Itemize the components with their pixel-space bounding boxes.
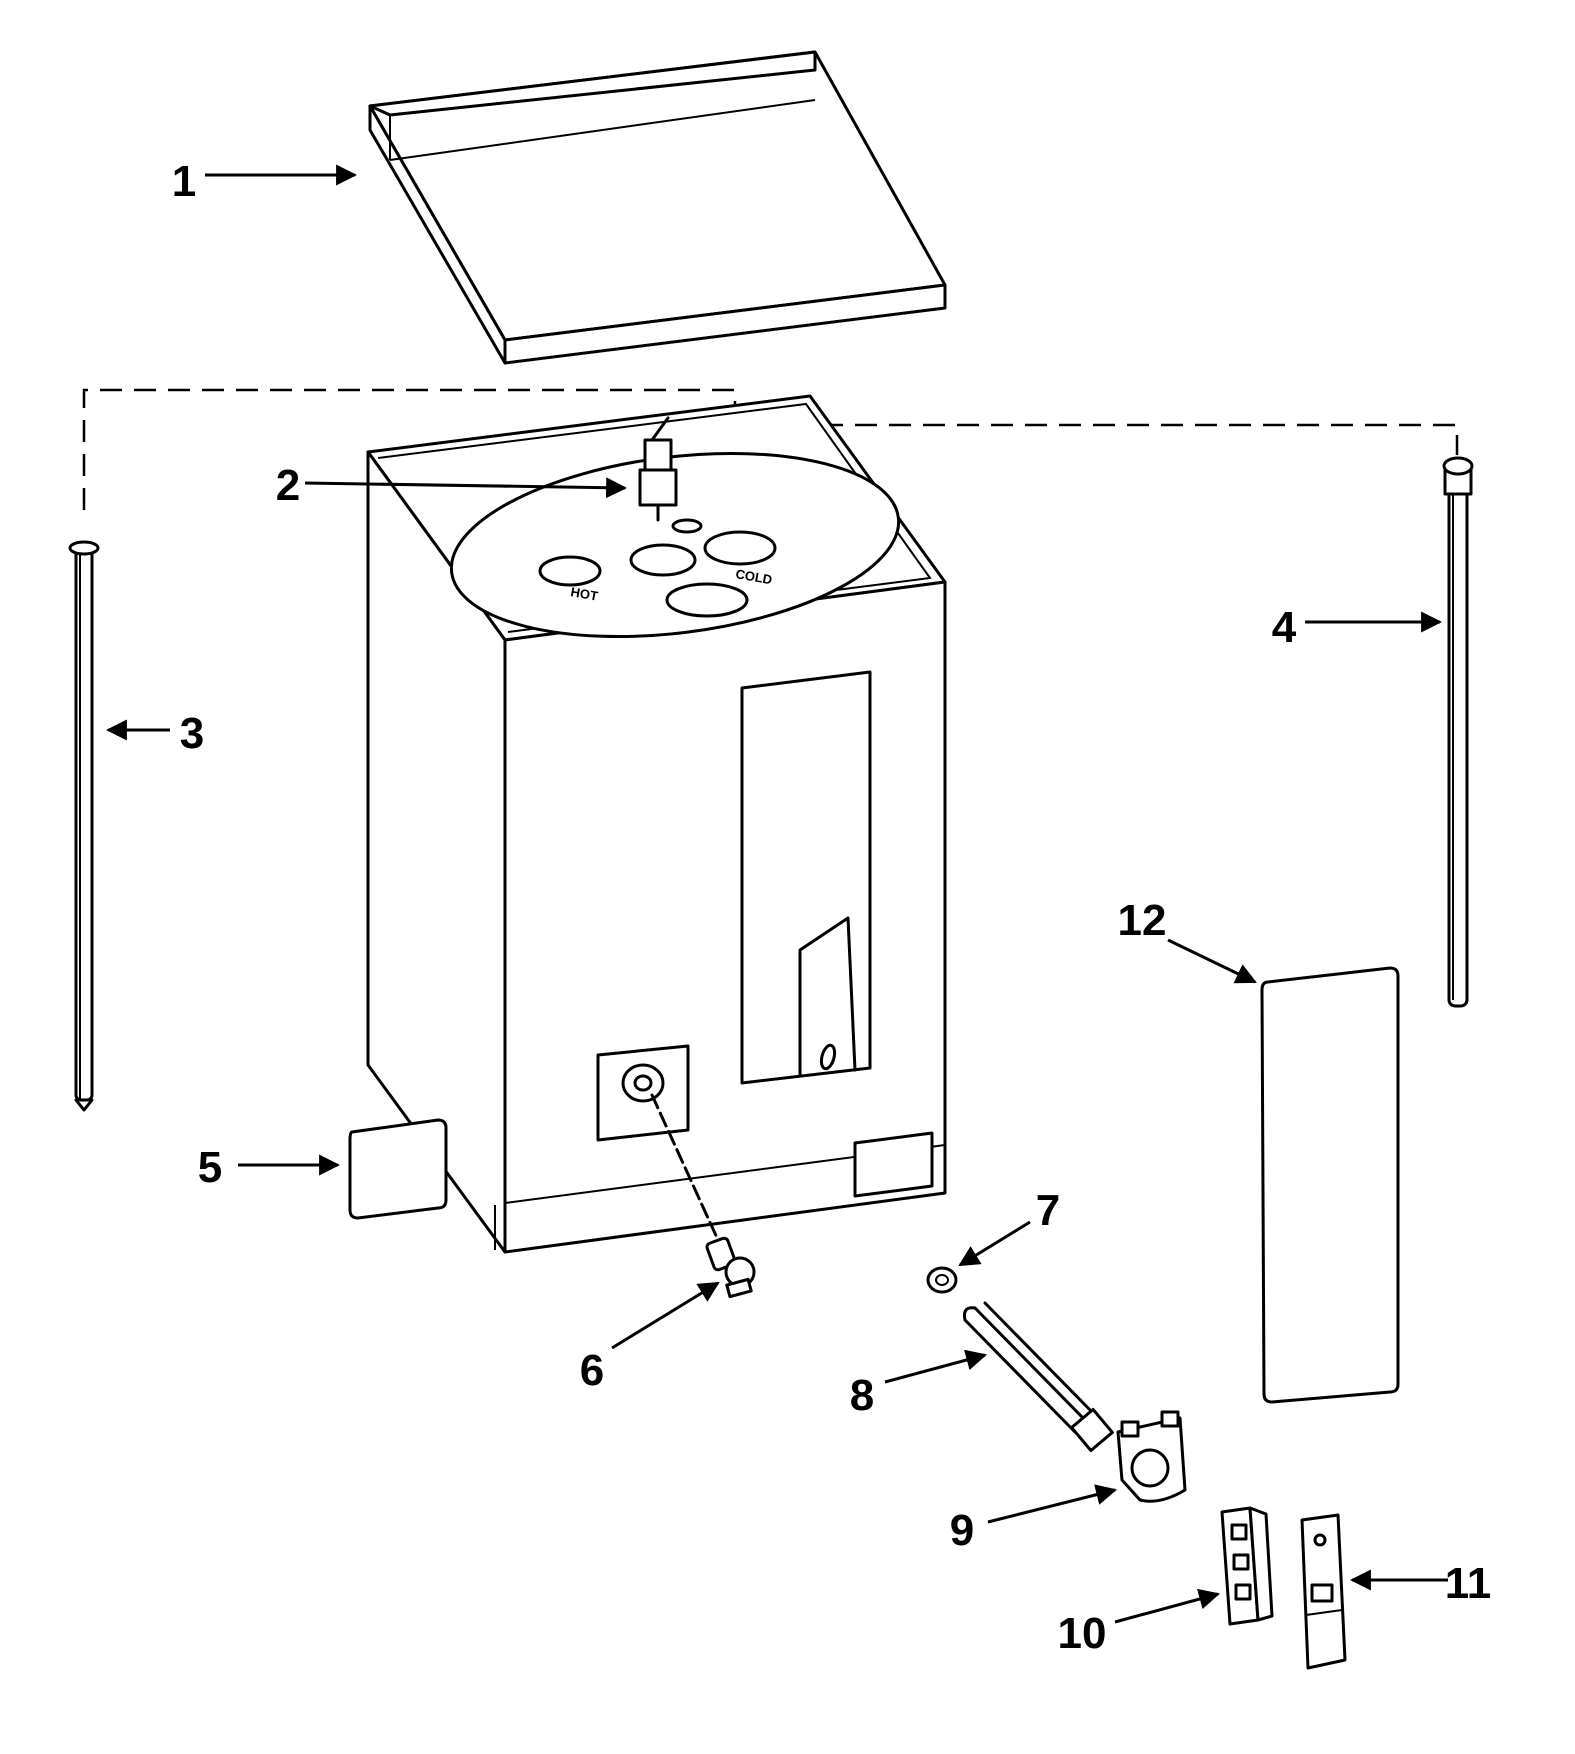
callout-5: 5 [198,1143,222,1192]
callout-12: 12 [1118,896,1167,945]
callout-4: 4 [1272,603,1297,652]
part-11-thermostat-cover [1300,1513,1347,1670]
cold-port [703,530,777,566]
access-panel-opening [740,670,872,1085]
part-7-gasket [926,1266,958,1294]
callout-1: 1 [172,157,196,206]
part-1-top-cover [368,50,947,365]
part-6-drain-valve [650,1093,756,1299]
callout-3: 3 [180,709,204,758]
part-9-thermostat-bracket [1116,1410,1187,1503]
callout-11: 11 [1445,1559,1492,1608]
callout-arrows [105,164,1448,1624]
callout-6: 6 [580,1346,604,1395]
hot-label: HOT [569,584,599,604]
cold-label: COLD [734,566,773,587]
rating-plate [853,1131,934,1198]
part-3-anode-rod [68,540,100,1112]
part-4-anode-rod [1442,456,1474,1008]
part-8-heating-element [963,1301,1114,1452]
part-12-insulation-panel [1260,966,1400,1404]
hot-port [538,555,602,587]
front-port [665,582,749,618]
callout-10: 10 [1058,1609,1107,1658]
part-5-access-cover [348,1118,448,1220]
center-port [629,543,697,577]
part-10-thermostat [1220,1506,1274,1626]
small-port [671,518,703,534]
callout-8: 8 [850,1371,874,1420]
water-heater-cabinet: HOT COLD [366,394,947,1254]
callout-9: 9 [950,1506,974,1555]
part-2-relief-valve [638,416,678,522]
callout-7: 7 [1036,1186,1060,1235]
callout-2: 2 [276,461,300,510]
callout-labels: 1 2 3 4 5 6 7 8 9 10 11 12 [172,157,1492,1658]
